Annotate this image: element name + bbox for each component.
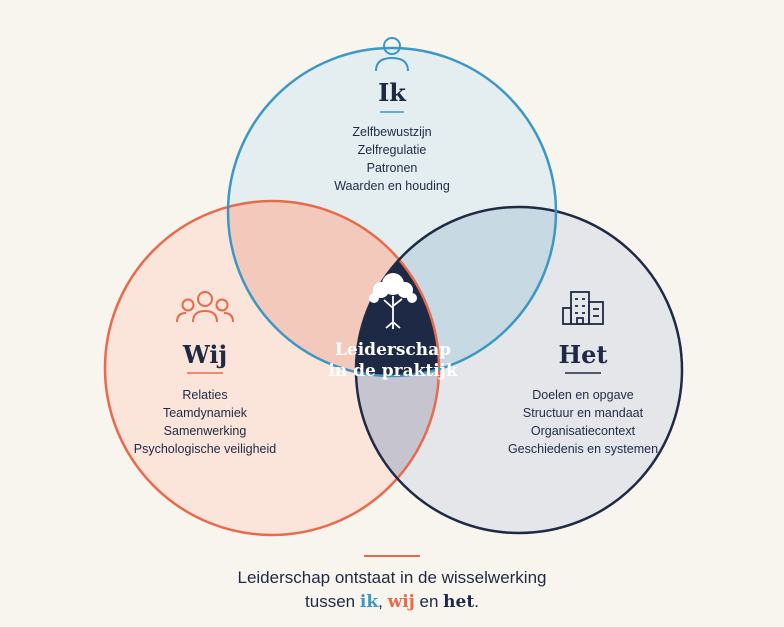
ik-items: Zelfbewustzijn Zelfregulatie Patronen Wa… xyxy=(292,123,492,195)
wij-items: Relaties Teamdynamiek Samenwerking Psych… xyxy=(105,386,305,458)
ik-item: Patronen xyxy=(366,161,418,175)
ik-item: Zelfregulatie xyxy=(357,143,427,157)
caption-wij: wij xyxy=(387,592,415,612)
caption-ik: ik xyxy=(359,592,379,612)
caption-end: . xyxy=(474,592,479,611)
caption-comma: , xyxy=(378,592,388,611)
het-item: Structuur en mandaat xyxy=(522,406,644,420)
tree-icon xyxy=(369,273,417,329)
het-items: Doelen en opgave Structuur en mandaat Or… xyxy=(483,386,683,458)
het-item: Doelen en opgave xyxy=(532,388,634,402)
person-icon xyxy=(375,37,409,72)
center-label-line2: in de praktijk xyxy=(328,361,458,381)
wij-item: Psychologische veiligheid xyxy=(133,442,277,456)
caption-line1: Leiderschap ontstaat in de wisselwerking xyxy=(237,568,547,587)
wij-item: Relaties xyxy=(182,388,228,402)
het-item: Geschiedenis en systemen xyxy=(507,442,659,456)
het-item: Organisatiecontext xyxy=(530,424,636,438)
het-circle-outline xyxy=(354,205,684,535)
caption: Leiderschap ontstaat in de wisselwerking… xyxy=(142,566,642,614)
caption-and: en xyxy=(414,592,444,611)
het-title: Het xyxy=(558,340,608,369)
ik-title: Ik xyxy=(378,78,406,107)
center-label-line1: Leiderschap xyxy=(334,340,452,360)
ik-item: Waarden en houding xyxy=(334,179,450,193)
center-label: Leiderschap in de praktijk xyxy=(313,340,473,382)
caption-line2: tussen ik, wij en het. xyxy=(142,590,642,614)
wij-item: Teamdynamiek xyxy=(162,406,248,420)
buildings-icon xyxy=(562,291,604,325)
caption-het: het xyxy=(443,592,475,612)
caption-pre: tussen xyxy=(305,592,360,611)
ik-item: Zelfbewustzijn xyxy=(352,125,432,139)
wij-item: Samenwerking xyxy=(163,424,247,438)
group-icon xyxy=(176,291,234,323)
ik-circle-outline xyxy=(226,46,558,378)
wij-title: Wij xyxy=(182,340,228,369)
